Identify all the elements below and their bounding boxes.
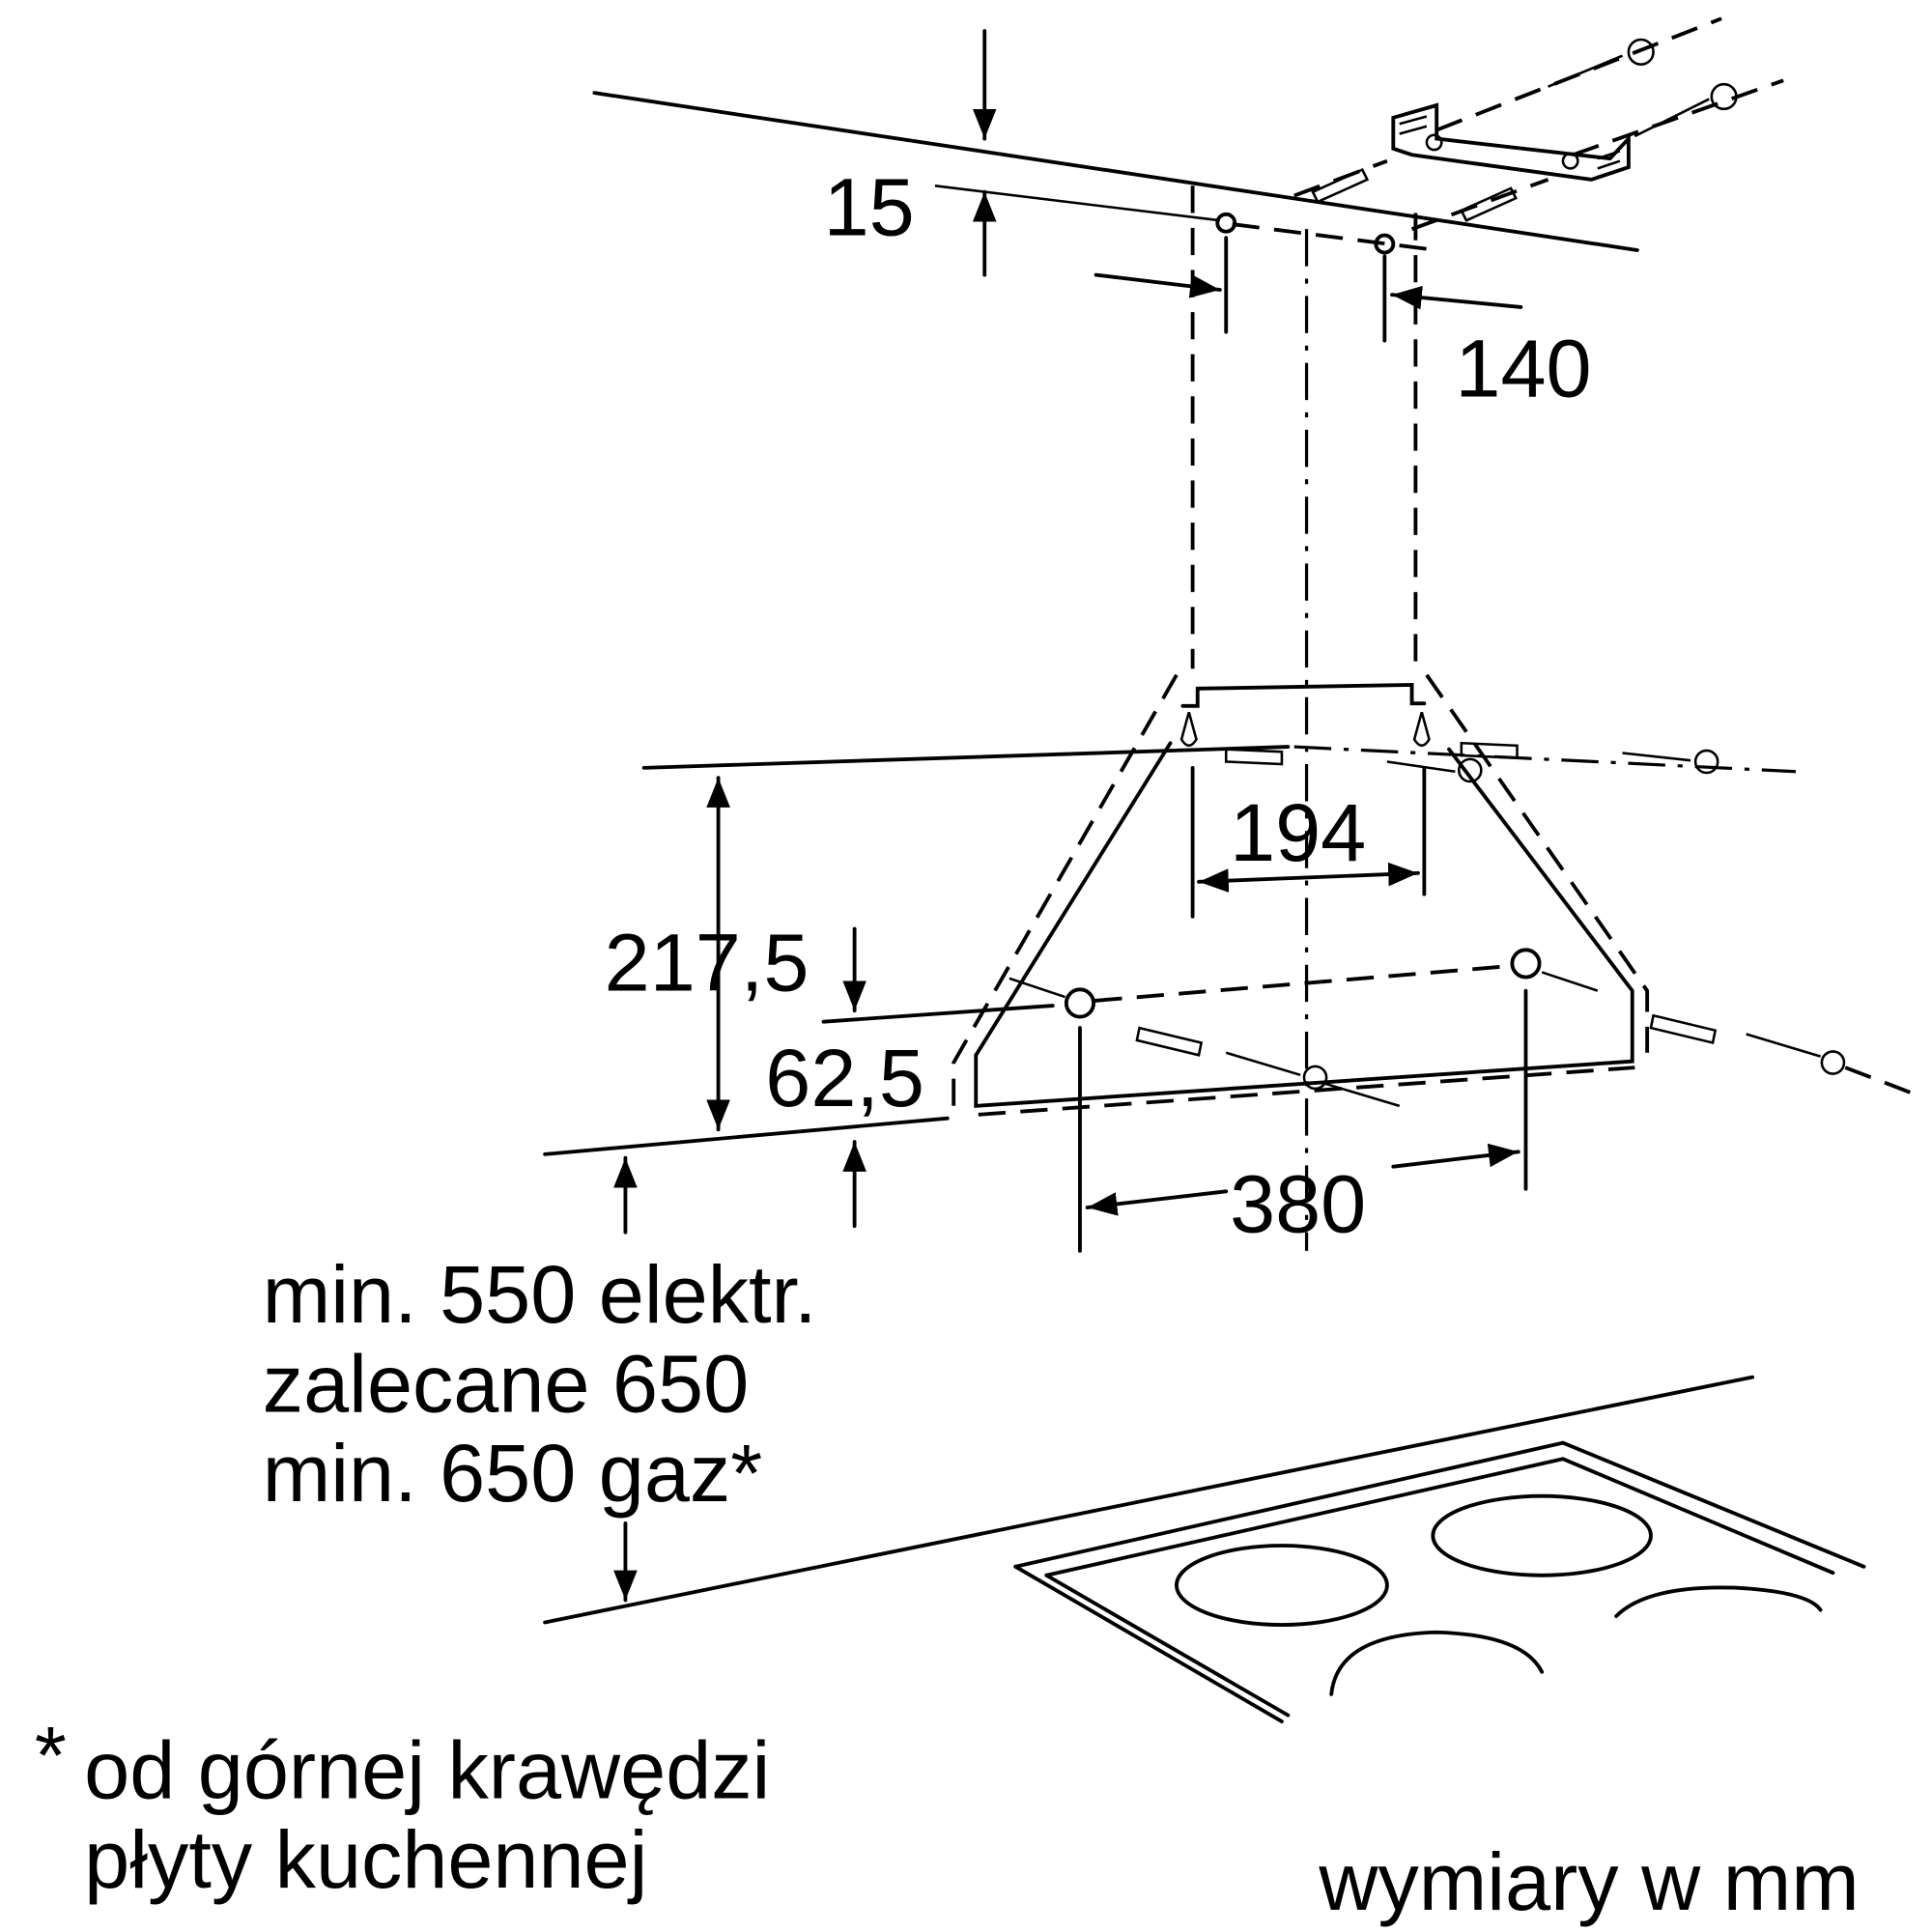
dim-194-arrow bbox=[1197, 862, 1420, 893]
ceiling-bracket bbox=[1391, 102, 1631, 182]
ceiling-line bbox=[592, 91, 1639, 252]
footnote-line1: od górnej krawędzi bbox=[84, 1724, 770, 1816]
ceiling-offset-line bbox=[934, 185, 1220, 222]
ceiling-screws bbox=[1293, 16, 1784, 231]
dim-194-label: 194 bbox=[1230, 786, 1366, 878]
footnote-line2: płyty kuchennej bbox=[84, 1813, 647, 1905]
dim-380-arrow-left bbox=[1085, 1189, 1229, 1216]
lower-wall-plugs bbox=[1135, 1013, 1920, 1108]
dim-380-arrow-right bbox=[1391, 1143, 1520, 1169]
upper-screw-axis bbox=[1293, 745, 1797, 774]
bracket-hole-line bbox=[1232, 222, 1437, 252]
lower-hole-line bbox=[1094, 964, 1512, 1003]
hood-body bbox=[952, 673, 1650, 1117]
footnote-marker: * bbox=[35, 1709, 67, 1801]
clearance-electric: min. 550 elektr. bbox=[263, 1248, 817, 1340]
hob bbox=[1013, 1440, 1866, 1723]
ceiling-hole-right bbox=[1374, 233, 1396, 255]
dim-62-label: 62,5 bbox=[765, 1032, 924, 1123]
upper-wall-plugs bbox=[1224, 741, 1719, 783]
dim-140-arrow-left bbox=[1094, 272, 1222, 298]
hood-bottom-line bbox=[543, 1116, 950, 1156]
dim-62-ref-line bbox=[821, 1004, 1055, 1024]
ceiling-hole-left bbox=[1215, 212, 1237, 234]
units-note: wymiary w mm bbox=[1318, 1835, 1859, 1927]
lower-hole-ref-left bbox=[1009, 977, 1065, 999]
dim-15-label: 15 bbox=[824, 161, 915, 253]
dim-380-label: 380 bbox=[1230, 1158, 1366, 1250]
upper-wall-line bbox=[641, 745, 1291, 770]
clearance-recommended: zalecane 650 bbox=[263, 1338, 749, 1430]
dim-140-arrow-right bbox=[1390, 285, 1523, 310]
dim-140-label: 140 bbox=[1455, 322, 1591, 413]
lower-hole-left bbox=[1064, 987, 1095, 1019]
worktop-line bbox=[543, 1375, 1755, 1625]
lower-hole-ref-right bbox=[1541, 971, 1599, 992]
lower-hole-right bbox=[1510, 948, 1542, 980]
dim-217-label: 217,5 bbox=[605, 917, 810, 1009]
clearance-gas: min. 650 gaz* bbox=[263, 1427, 762, 1519]
